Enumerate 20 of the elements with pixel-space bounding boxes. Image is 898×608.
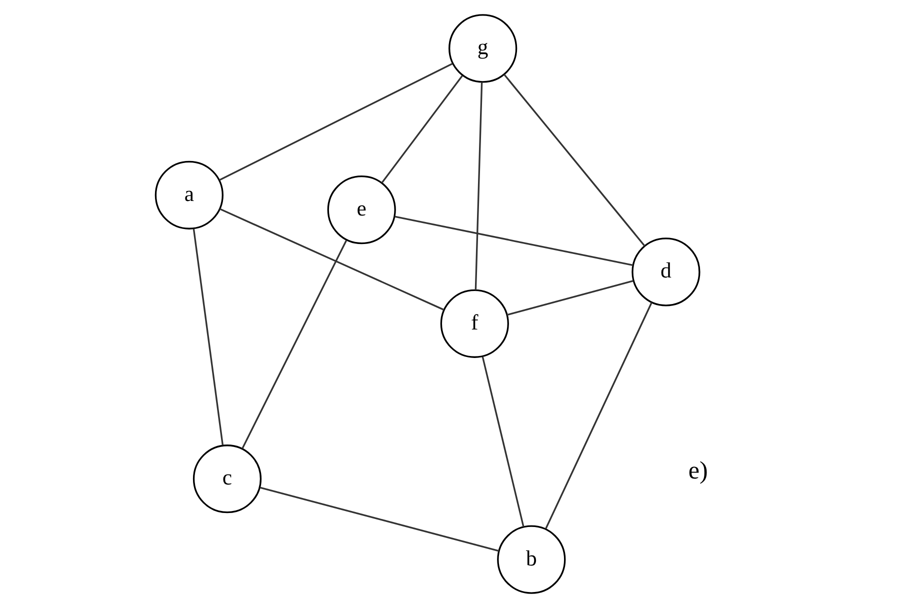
connector — [481, 356, 524, 527]
connector — [259, 486, 499, 552]
node-circle: a — [154, 160, 223, 230]
connector — [218, 62, 452, 181]
connector — [474, 82, 482, 290]
node-circle: f — [440, 289, 508, 358]
node-circle: c — [192, 444, 262, 514]
node-circle: b — [496, 525, 566, 594]
node-circle: g — [448, 14, 517, 83]
label: e) — [688, 457, 708, 484]
node-circle: d — [631, 238, 700, 306]
connector — [394, 216, 633, 266]
connector — [503, 74, 645, 247]
connector — [380, 75, 462, 184]
node-circle: e — [326, 175, 396, 244]
connector — [192, 228, 224, 446]
connector — [218, 208, 444, 311]
connector — [506, 280, 634, 316]
connector — [544, 302, 652, 530]
connector — [241, 240, 347, 449]
